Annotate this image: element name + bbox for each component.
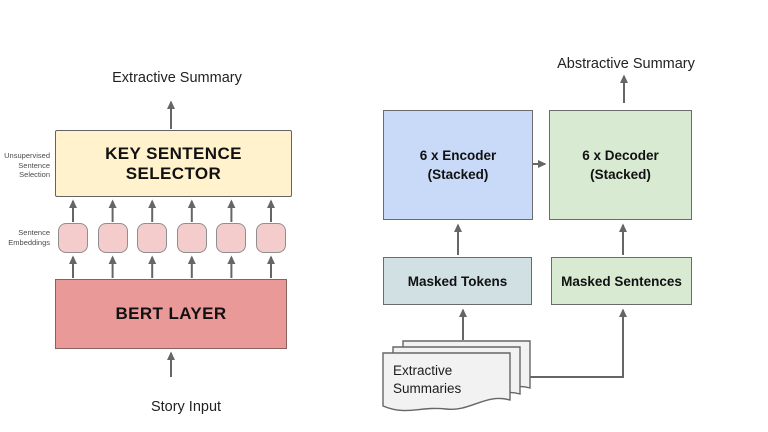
sentence-embedding-box	[256, 223, 286, 253]
extractive-summary-label: Extractive Summary	[112, 70, 242, 86]
sentence-embeddings-row	[0, 223, 768, 253]
masked-sentences-box: Masked Sentences	[551, 257, 692, 305]
docs-to-masked-sentences-connector	[530, 308, 627, 378]
masked-sentences-label: Masked Sentences	[561, 273, 682, 289]
unsupervised-sentence-selection-note: Unsupervised Sentence Selection	[4, 151, 50, 180]
sentence-embeddings-note: Sentence Embeddings	[8, 228, 50, 247]
decoder-box: 6 x Decoder (Stacked)	[549, 110, 692, 220]
story-input-label: Story Input	[150, 399, 222, 415]
masked-tokens-label: Masked Tokens	[407, 273, 508, 289]
sentence-embedding-box	[137, 223, 168, 253]
bert-layer-box: BERT LAYER	[55, 279, 287, 349]
key-sentence-selector-box: KEY SENTENCE SELECTOR	[55, 130, 292, 197]
encoder-box: 6 x Encoder (Stacked)	[383, 110, 533, 220]
sentence-embedding-box	[176, 223, 207, 253]
decoder-label: 6 x Decoder (Stacked)	[582, 148, 659, 182]
bert-layer-label: BERT LAYER	[115, 304, 227, 323]
masked-tokens-box: Masked Tokens	[383, 257, 532, 305]
encoder-label: 6 x Encoder (Stacked)	[419, 148, 497, 182]
sentence-embedding-box	[58, 223, 88, 253]
key-sentence-selector-label: KEY SENTENCE SELECTOR	[105, 143, 242, 183]
document-sheet-front	[382, 352, 511, 412]
flow-arrows	[69, 74, 628, 377]
extractive-summaries-label: Extractive Summaries	[393, 363, 462, 396]
sentence-embedding-box	[97, 223, 128, 253]
sentence-embedding-box	[216, 223, 247, 253]
extractive-summaries-document-stack	[382, 340, 531, 412]
abstractive-summary-label: Abstractive Summary	[557, 56, 695, 72]
